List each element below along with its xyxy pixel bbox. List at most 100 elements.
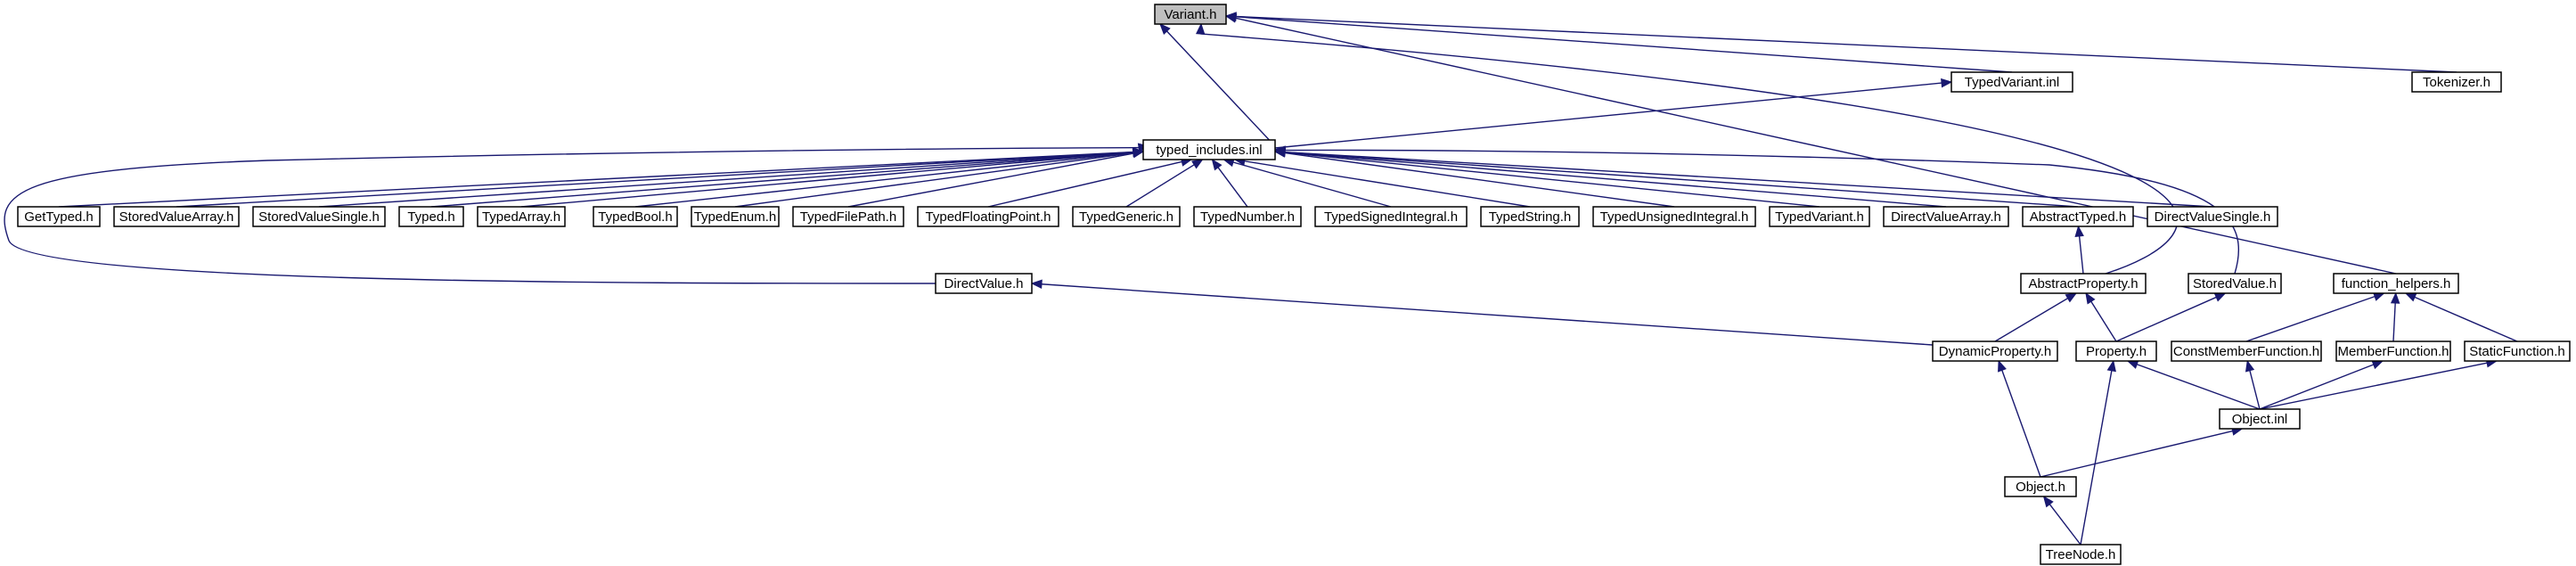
node-staticfunction-h[interactable]: StaticFunction.h xyxy=(2464,340,2571,362)
node-label: TypedEnum.h xyxy=(694,209,777,225)
edge-treenode_h-to-object_h xyxy=(2042,495,2081,545)
node-box xyxy=(1883,206,2009,227)
node-label: DirectValueSingle.h xyxy=(2155,209,2271,225)
node-directvaluearray-h[interactable]: DirectValueArray.h xyxy=(1883,206,2009,227)
arrowhead xyxy=(1998,359,2007,373)
node-typedfilepath-h[interactable]: TypedFilePath.h xyxy=(792,206,904,227)
edge-memberfunction_h-to-function_helpers_h xyxy=(2390,291,2400,342)
node-directvalue-h[interactable]: DirectValue.h xyxy=(935,273,1033,294)
node-box xyxy=(2020,273,2147,294)
arrowhead xyxy=(1159,23,1171,35)
node-storedvaluesingle-h[interactable]: StoredValueSingle.h xyxy=(252,206,386,227)
node-label: DirectValueArray.h xyxy=(1891,209,2001,225)
node-typedunsignedintegral-h[interactable]: TypedUnsignedIntegral.h xyxy=(1592,206,1756,227)
node-typedvariant-h[interactable]: TypedVariant.h xyxy=(1769,206,1870,227)
node-box xyxy=(792,206,904,227)
node-label: TypedString.h xyxy=(1489,209,1572,225)
node-label: DynamicProperty.h xyxy=(1939,344,2051,359)
node-object-h[interactable]: Object.h xyxy=(2004,476,2077,497)
edge-staticfunction_h-to-function_helpers_h xyxy=(2404,292,2518,342)
node-storedvalue-h[interactable]: StoredValue.h xyxy=(2188,273,2282,294)
node-typedstring-h[interactable]: TypedString.h xyxy=(1480,206,1580,227)
arrowhead xyxy=(2213,292,2227,302)
edge-gettyped_h-to-typed_includes_inl xyxy=(58,147,1145,208)
arrowhead xyxy=(2074,225,2084,237)
edge-dynamicproperty_h-to-directvalue_h xyxy=(1030,279,1934,346)
node-label: TypedBool.h xyxy=(598,209,672,225)
node-box xyxy=(1154,4,1227,25)
edge-constmemberfunction_h-to-function_helpers_h xyxy=(2245,291,2385,342)
node-typedbool-h[interactable]: TypedBool.h xyxy=(593,206,678,227)
node-box xyxy=(1592,206,1756,227)
arrowhead xyxy=(1941,78,1953,88)
node-box xyxy=(1932,340,2058,362)
edge-abstractproperty_h-to-variant_h xyxy=(1196,22,2179,275)
edge-tokenizer_h-to-variant_h xyxy=(1224,12,2457,73)
node-label: MemberFunction.h xyxy=(2337,344,2449,359)
node-box xyxy=(1142,139,1276,160)
arrowhead xyxy=(2245,359,2255,373)
node-box xyxy=(252,206,386,227)
node-box xyxy=(1769,206,1870,227)
edge-typedsignedintegral_h-to-typed_includes_inl xyxy=(1223,158,1392,208)
arrowhead xyxy=(2126,360,2139,369)
node-label: StoredValue.h xyxy=(2193,276,2277,291)
node-variant-h[interactable]: Variant.h xyxy=(1154,4,1227,25)
arrowhead xyxy=(2371,360,2384,370)
node-box xyxy=(2464,340,2571,362)
node-gettyped-h[interactable]: GetTyped.h xyxy=(17,206,101,227)
edge-property_h-to-abstractproperty_h xyxy=(2085,291,2117,342)
node-typedsignedintegral-h[interactable]: TypedSignedIntegral.h xyxy=(1314,206,1468,227)
node-typednumber-h[interactable]: TypedNumber.h xyxy=(1193,206,1302,227)
edge-property_h-to-storedvalue_h xyxy=(2115,292,2227,342)
node-typed-includes-inl[interactable]: typed_includes.inl xyxy=(1142,139,1276,160)
arrowhead xyxy=(2390,291,2400,304)
node-box xyxy=(1193,206,1302,227)
node-box xyxy=(2411,71,2502,93)
node-label: Typed.h xyxy=(407,209,454,225)
arrowhead xyxy=(2042,495,2054,508)
node-label: Property.h xyxy=(2086,344,2147,359)
node-box xyxy=(593,206,678,227)
edge-typedgeneric_h-to-typed_includes_inl xyxy=(1125,159,1204,208)
node-typedenum-h[interactable]: TypedEnum.h xyxy=(691,206,780,227)
node-function-helpers-h[interactable]: function_helpers.h xyxy=(2333,273,2459,294)
node-label: TypedFilePath.h xyxy=(800,209,896,225)
arrowhead xyxy=(1273,145,1286,155)
node-directvaluesingle-h[interactable]: DirectValueSingle.h xyxy=(2147,206,2278,227)
node-box xyxy=(917,206,1059,227)
node-label: Object.inl xyxy=(2232,412,2288,427)
node-box xyxy=(2333,273,2459,294)
node-typedfloatingpoint-h[interactable]: TypedFloatingPoint.h xyxy=(917,206,1059,227)
node-abstracttyped-h[interactable]: AbstractTyped.h xyxy=(2022,206,2134,227)
node-storedvaluearray-h[interactable]: StoredValueArray.h xyxy=(113,206,240,227)
node-constmemberfunction-h[interactable]: ConstMemberFunction.h xyxy=(2171,340,2322,362)
node-object-inl[interactable]: Object.inl xyxy=(2219,408,2301,430)
node-box xyxy=(2075,340,2157,362)
node-memberfunction-h[interactable]: MemberFunction.h xyxy=(2335,340,2451,362)
node-typedvariant-inl[interactable]: TypedVariant.inl xyxy=(1950,71,2073,93)
node-label: TypedUnsignedIntegral.h xyxy=(1600,209,1749,225)
node-label: TypedVariant.h xyxy=(1775,209,1864,225)
node-label: StaticFunction.h xyxy=(2469,344,2565,359)
node-box xyxy=(691,206,780,227)
node-box xyxy=(2004,476,2077,497)
node-label: function_helpers.h xyxy=(2342,276,2451,291)
node-tokenizer-h[interactable]: Tokenizer.h xyxy=(2411,71,2502,93)
edge-object_inl-to-property_h xyxy=(2126,360,2261,410)
node-abstractproperty-h[interactable]: AbstractProperty.h xyxy=(2020,273,2147,294)
node-dynamicproperty-h[interactable]: DynamicProperty.h xyxy=(1932,340,2058,362)
arrowhead xyxy=(2065,292,2078,303)
edge-object_inl-to-memberfunction_h xyxy=(2259,360,2384,410)
node-typedgeneric-h[interactable]: TypedGeneric.h xyxy=(1072,206,1181,227)
node-label: TreeNode.h xyxy=(2046,547,2116,562)
node-label: Variant.h xyxy=(1165,7,1217,22)
arrowhead xyxy=(1224,13,1238,23)
node-typed-h[interactable]: Typed.h xyxy=(398,206,464,227)
node-treenode-h[interactable]: TreeNode.h xyxy=(2040,544,2122,565)
node-label: TypedSignedIntegral.h xyxy=(1324,209,1458,225)
node-typedarray-h[interactable]: TypedArray.h xyxy=(477,206,566,227)
node-property-h[interactable]: Property.h xyxy=(2075,340,2157,362)
node-label: DirectValue.h xyxy=(945,276,1024,291)
